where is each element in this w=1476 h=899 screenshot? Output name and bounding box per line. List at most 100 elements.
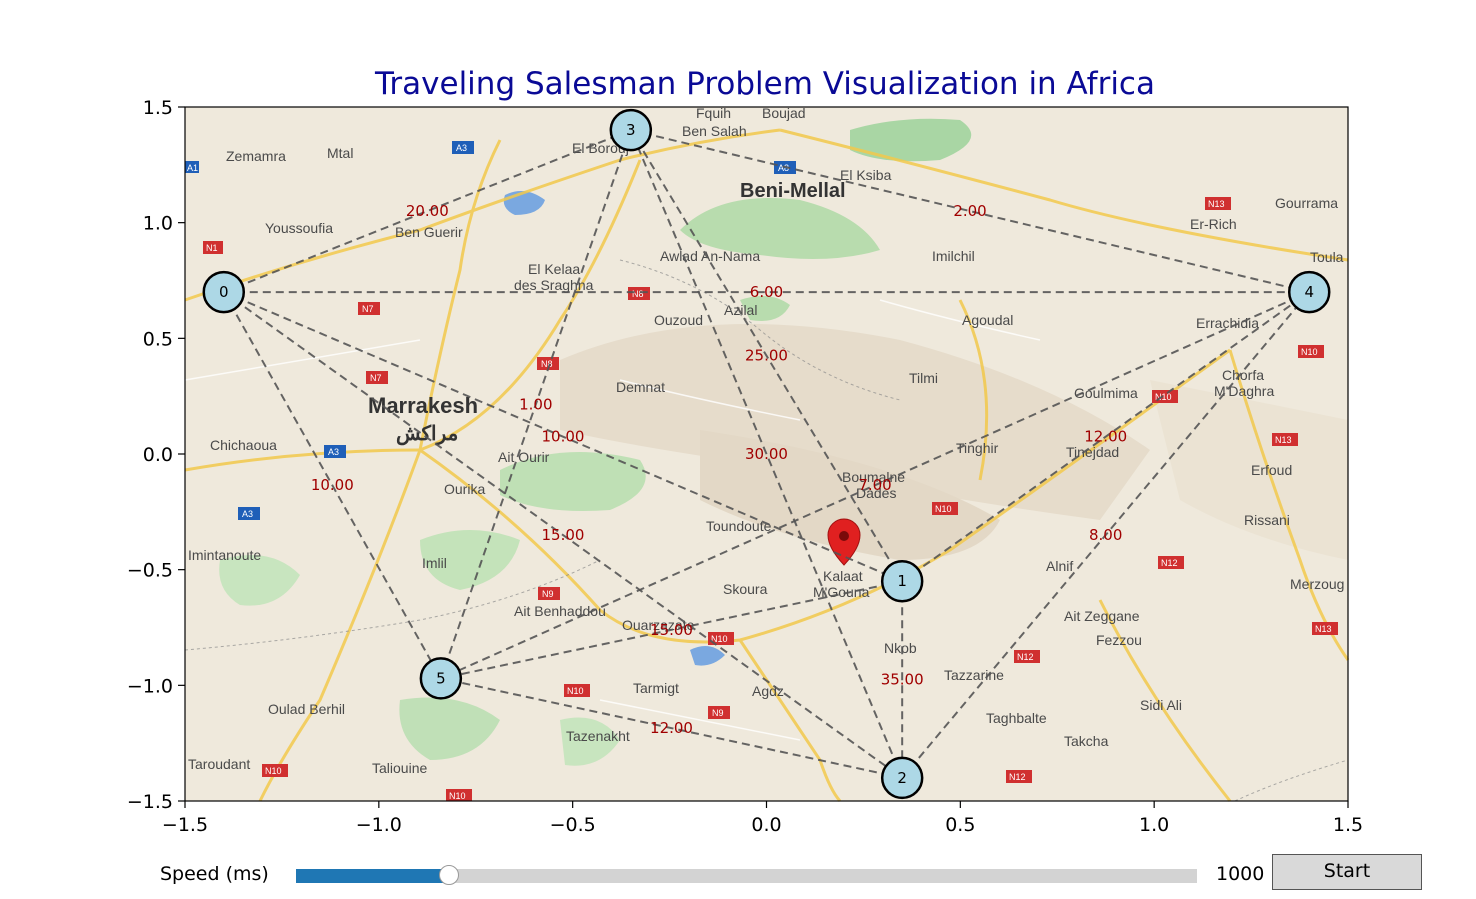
svg-text:N8: N8	[541, 359, 553, 369]
svg-text:Skoura: Skoura	[723, 581, 768, 597]
svg-text:M'Gouna: M'Gouna	[813, 584, 870, 600]
svg-text:Chorfa: Chorfa	[1222, 367, 1264, 383]
node-label: 2	[897, 769, 907, 787]
svg-text:N1: N1	[206, 243, 218, 253]
y-tick-label: −1.5	[127, 791, 173, 813]
svg-text:Takcha: Takcha	[1064, 733, 1109, 749]
svg-text:Fquih: Fquih	[696, 105, 731, 121]
map-background: Zemamra Mtal Youssoufia Ben Guerir El Bo…	[184, 105, 1350, 803]
svg-text:Tinghir: Tinghir	[956, 440, 999, 456]
svg-text:Imintanoute: Imintanoute	[188, 547, 261, 563]
svg-text:N8: N8	[632, 289, 644, 299]
x-tick-label: 1.5	[1333, 814, 1363, 836]
speed-label: Speed (ms)	[160, 863, 269, 885]
node-label: 5	[436, 669, 446, 687]
svg-text:A1: A1	[187, 163, 198, 173]
svg-text:Agoudal: Agoudal	[962, 312, 1013, 328]
svg-text:Ben Guerir: Ben Guerir	[395, 224, 463, 240]
svg-text:N10: N10	[1301, 347, 1318, 357]
svg-text:Ben Salah: Ben Salah	[682, 123, 747, 139]
svg-text:Tilmi: Tilmi	[909, 370, 938, 386]
edge-3-5	[439, 129, 632, 679]
svg-text:Kalaat: Kalaat	[823, 568, 863, 584]
svg-text:Agdz: Agdz	[752, 683, 784, 699]
node-label: 0	[219, 283, 229, 301]
edge-0-1	[223, 291, 903, 583]
svg-text:Boumalne: Boumalne	[842, 469, 905, 485]
svg-text:Gourrama: Gourrama	[1275, 195, 1338, 211]
svg-text:N13: N13	[1275, 435, 1292, 445]
y-tick-label: 1.5	[143, 97, 173, 119]
svg-text:Imlil: Imlil	[422, 555, 447, 571]
x-tick-label: −1.5	[162, 814, 208, 836]
svg-text:Beni-Mellal: Beni-Mellal	[740, 180, 846, 202]
edge-2-5	[440, 677, 903, 779]
svg-text:Alnif: Alnif	[1046, 558, 1073, 574]
map-big-city-arabic: مراكش	[396, 423, 458, 446]
svg-text:Tinejdad: Tinejdad	[1066, 444, 1119, 460]
edge-weight-label: 10.00	[541, 428, 584, 446]
svg-text:N7: N7	[370, 373, 382, 383]
svg-text:El Ksiba: El Ksiba	[840, 167, 892, 183]
y-tick-label: −0.5	[127, 560, 173, 582]
svg-text:Tazzarine: Tazzarine	[944, 667, 1004, 683]
svg-text:N9: N9	[712, 708, 724, 718]
svg-text:Demnat: Demnat	[616, 379, 665, 395]
x-tick-label: −0.5	[550, 814, 596, 836]
svg-text:A3: A3	[242, 509, 253, 519]
chart-title: Traveling Salesman Problem Visualization…	[374, 66, 1155, 102]
svg-text:Taliouine: Taliouine	[372, 760, 427, 776]
svg-text:Ait Zeggane: Ait Zeggane	[1064, 608, 1140, 624]
svg-text:M'Daghra: M'Daghra	[1214, 383, 1274, 399]
svg-text:Taghbalte: Taghbalte	[986, 710, 1047, 726]
svg-text:El Kelaa: El Kelaa	[528, 261, 580, 277]
edge-weight-label: 20.00	[406, 202, 449, 220]
speed-slider-handle[interactable]	[439, 865, 460, 885]
svg-text:N13: N13	[1315, 624, 1332, 634]
node-0	[202, 270, 246, 314]
edge-1-3	[629, 129, 904, 582]
svg-text:Azilal: Azilal	[724, 302, 757, 318]
edge-weight-label: 15.00	[541, 526, 584, 544]
speed-slider[interactable]	[296, 865, 1197, 885]
svg-text:Erfoud: Erfoud	[1251, 462, 1292, 478]
svg-text:Youssoufia: Youssoufia	[265, 220, 333, 236]
edge-1-4	[901, 291, 1310, 583]
svg-text:N10: N10	[567, 686, 584, 696]
svg-text:Ouzoud: Ouzoud	[654, 312, 703, 328]
edge-1-5	[440, 580, 903, 680]
svg-text:Ouarzazate: Ouarzazate	[622, 617, 695, 633]
map-place-labels: Zemamra Mtal Youssoufia Ben Guerir El Bo…	[188, 105, 1344, 776]
svg-text:N10: N10	[449, 791, 466, 801]
edges	[222, 129, 1310, 779]
edge-weight-label: 6.00	[750, 283, 783, 301]
svg-text:Taroudant: Taroudant	[188, 756, 250, 772]
node-label: 1	[897, 572, 907, 590]
node-1	[880, 559, 924, 603]
y-tick-label: −1.0	[127, 675, 173, 697]
speed-slider-fill	[296, 869, 450, 883]
y-axis: −1.5−1.0−0.50.00.51.01.5	[127, 97, 185, 813]
node-3	[609, 108, 653, 152]
svg-text:Toundoute: Toundoute	[706, 518, 772, 534]
edge-0-5	[222, 291, 442, 679]
svg-text:Awlad An-Nama: Awlad An-Nama	[660, 248, 760, 264]
svg-text:Boujad: Boujad	[762, 105, 806, 121]
node-2	[880, 756, 924, 800]
edge-4-5	[440, 291, 1310, 680]
svg-text:Fezzou: Fezzou	[1096, 632, 1142, 648]
svg-text:El Borouj: El Borouj	[572, 140, 629, 156]
svg-text:Merzoug: Merzoug	[1290, 576, 1344, 592]
edge-labels: 10.0015.0020.006.0010.0035.0025.0012.001…	[311, 202, 1127, 737]
svg-text:N7: N7	[362, 304, 374, 314]
svg-text:N10: N10	[265, 766, 282, 776]
node-label: 4	[1304, 283, 1314, 301]
svg-text:A3: A3	[456, 143, 467, 153]
svg-text:Errachidia: Errachidia	[1196, 315, 1259, 331]
edge-0-2	[223, 291, 903, 779]
svg-text:N10: N10	[935, 504, 952, 514]
x-tick-label: 1.0	[1139, 814, 1169, 836]
start-button[interactable]: Start	[1272, 854, 1422, 890]
svg-text:Oulad Berhil: Oulad Berhil	[268, 701, 345, 717]
